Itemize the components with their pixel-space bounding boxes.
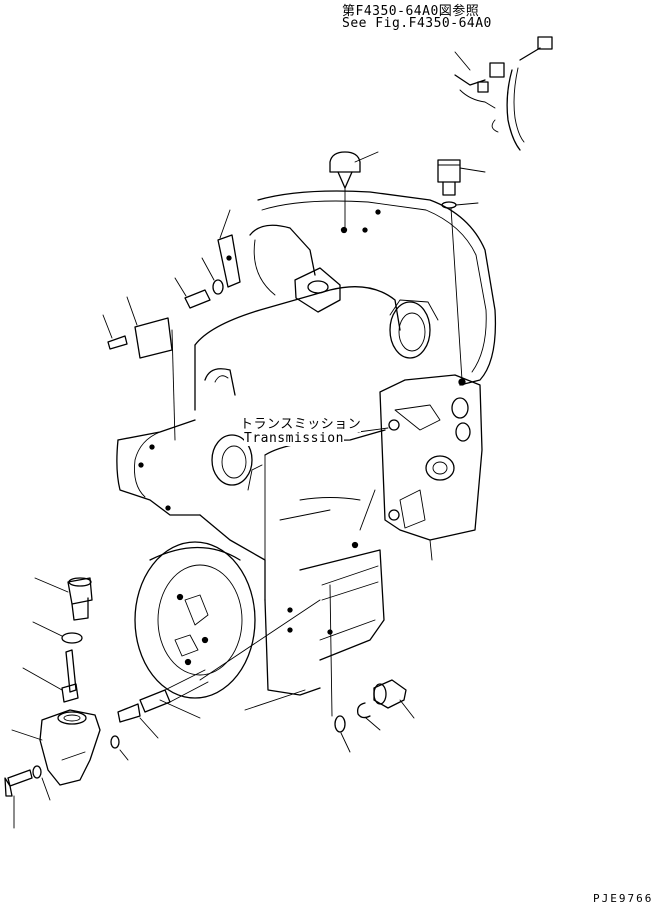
- wiring-harness: [454, 36, 553, 151]
- elbow-fitting: [11, 709, 101, 786]
- leader-lines: [244, 51, 471, 717]
- o-ring-1: [32, 621, 83, 644]
- breather: [329, 151, 379, 231]
- assembly-label-jp: トランスミッション: [240, 413, 362, 432]
- hose-fitting: [110, 599, 321, 761]
- drawing-code: PJE9766: [593, 892, 654, 905]
- bolt-lower: [4, 765, 51, 829]
- control-valve: [379, 374, 483, 561]
- plug: [373, 679, 415, 719]
- bolt-washer-upper: [174, 257, 224, 309]
- o-ring-2: [334, 715, 351, 753]
- pressure-switch: [437, 159, 486, 381]
- output-flange: [134, 541, 256, 699]
- stud-bolt: [22, 649, 79, 703]
- transmission-housing: [116, 190, 497, 696]
- bracket: [217, 209, 241, 288]
- assembly-label-en: Transmission: [244, 431, 344, 446]
- snap-ring: [357, 702, 381, 731]
- cover-plate: [102, 296, 176, 441]
- reference-figure-jp: 第F4350-64A0図参照: [342, 4, 480, 19]
- sensor: [34, 577, 93, 621]
- reference-figure-en: See Fig.F4350-64A0: [342, 16, 492, 31]
